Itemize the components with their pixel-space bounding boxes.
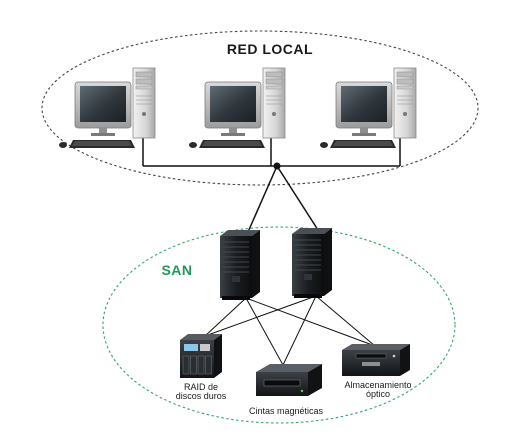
raid-storage-icon — [180, 334, 222, 378]
optical-label-line1: Almacenamiento — [344, 380, 412, 390]
desktop-computer-icon — [188, 67, 286, 149]
raid-label: RAID de discos duros — [168, 382, 234, 402]
desktop-computer-icon — [58, 67, 156, 149]
raid-label-line1: RAID de — [183, 382, 218, 392]
raid-label-line2: discos duros — [175, 391, 227, 402]
server-tower-icon — [219, 229, 261, 301]
san-boundary-ellipse — [102, 226, 456, 424]
tape-drive-icon — [256, 364, 322, 396]
optical-drive-icon — [342, 344, 410, 376]
tape-label: Cintas magnéticas — [248, 406, 324, 416]
desktop-computer-icon — [319, 67, 417, 149]
san-title: SAN — [161, 262, 193, 278]
lan-boundary-ellipse — [41, 30, 479, 186]
lan-wiring — [142, 138, 401, 233]
optical-label-line2: óptico — [365, 389, 391, 400]
server-tower-icon — [291, 227, 333, 299]
network-hub-node — [273, 162, 281, 170]
optical-label: Almacenamiento óptico — [328, 380, 428, 400]
lan-title: RED LOCAL — [226, 41, 314, 57]
san-wiring — [204, 295, 376, 366]
